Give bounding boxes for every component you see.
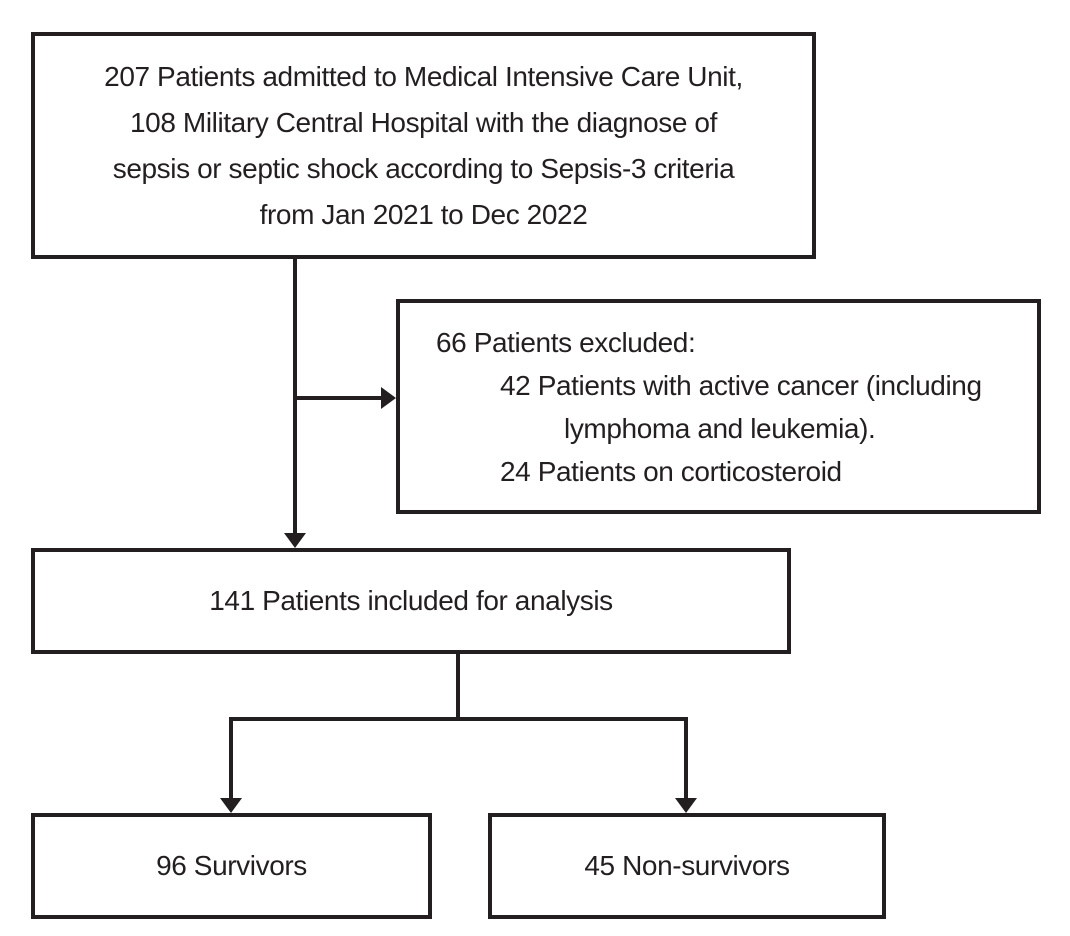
connector-split-bar [229, 717, 688, 721]
connector-to-survivors [229, 717, 233, 798]
arrowhead-down-nonsurvivors-icon [675, 798, 697, 813]
node-survivors-text: 96 Survivors [156, 850, 307, 881]
node-excluded: 66 Patients excluded: 42 Patients with a… [396, 299, 1041, 514]
node-admitted: 207 Patients admitted to Medical Intensi… [31, 32, 816, 259]
node-excluded-header: 66 Patients excluded: [436, 326, 696, 358]
arrowhead-down-survivors-icon [220, 798, 242, 813]
node-excluded-item-corticosteroid: 24 Patients on corticosteroid [500, 455, 842, 487]
node-excluded-item-cancer: 42 Patients with active cancer (includin… [500, 369, 982, 401]
node-admitted-line-4: from Jan 2021 to Dec 2022 [259, 198, 588, 230]
arrowhead-right-excluded-icon [381, 387, 396, 409]
node-included-text: 141 Patients included for analysis [209, 585, 613, 616]
node-included: 141 Patients included for analysis [31, 548, 791, 654]
node-admitted-line-3: sepsis or septic shock according to Seps… [112, 152, 735, 184]
connector-to-nonsurvivors [684, 717, 688, 798]
node-nonsurvivors: 45 Non-survivors [488, 813, 886, 919]
connector-branch-to-excluded [295, 396, 381, 400]
connector-included-stem [456, 653, 460, 721]
node-admitted-line-1: 207 Patients admitted to Medical Intensi… [104, 60, 743, 92]
node-excluded-item-cancer-wrap: lymphoma and leukemia). [564, 412, 876, 444]
arrowhead-down-included-icon [284, 533, 306, 548]
node-survivors: 96 Survivors [31, 813, 432, 919]
node-admitted-line-2: 108 Military Central Hospital with the d… [130, 106, 717, 138]
node-nonsurvivors-text: 45 Non-survivors [584, 850, 790, 881]
